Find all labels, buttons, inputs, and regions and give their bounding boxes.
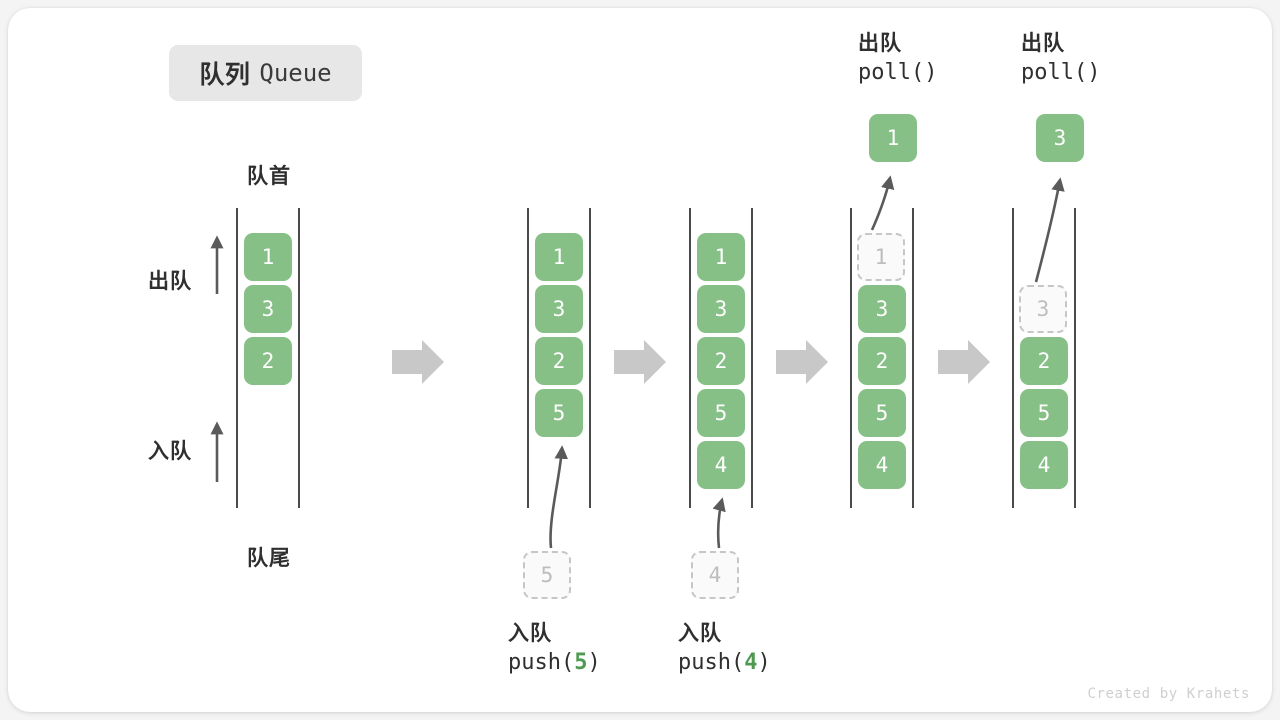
queue-rail-right-1 <box>298 208 300 508</box>
queue-rail-right-4 <box>912 208 914 508</box>
op-label-line2: poll() <box>858 59 938 85</box>
queue-rail-left-1 <box>236 208 238 508</box>
queue-element: 2 <box>697 337 745 385</box>
op-label-line1: 出队 <box>1021 32 1065 55</box>
queue-dequeued-element: 3 <box>1036 114 1084 162</box>
op-label-line2: push(4) <box>678 648 771 677</box>
queue-rail-right-5 <box>1074 208 1076 508</box>
queue-rail-left-4 <box>850 208 852 508</box>
op-label-push-4: 入队 push(4) <box>678 620 771 677</box>
op-label-line1: 入队 <box>678 622 722 645</box>
op-label-line1: 出队 <box>858 32 902 55</box>
queue-outgoing-ghost: 1 <box>857 233 905 281</box>
queue-element: 5 <box>858 389 906 437</box>
queue-element: 1 <box>697 233 745 281</box>
queue-element: 2 <box>244 337 292 385</box>
queue-element: 3 <box>697 285 745 333</box>
label-enqueue-direction: 入队 <box>148 440 192 463</box>
queue-element: 2 <box>858 337 906 385</box>
op-label-line2: push(5) <box>508 648 601 677</box>
queue-element-new: 5 <box>535 389 583 437</box>
queue-element: 3 <box>858 285 906 333</box>
diagram-card <box>8 8 1272 712</box>
queue-rail-left-5 <box>1012 208 1014 508</box>
queue-element: 3 <box>535 285 583 333</box>
queue-element-new: 4 <box>697 441 745 489</box>
queue-incoming-ghost: 5 <box>523 551 571 599</box>
queue-element: 1 <box>535 233 583 281</box>
queue-rail-left-3 <box>689 208 691 508</box>
op-fn-name: push( <box>678 649 745 675</box>
op-label-line1: 入队 <box>508 622 552 645</box>
queue-rail-right-2 <box>589 208 591 508</box>
queue-element: 3 <box>244 285 292 333</box>
queue-rail-right-3 <box>751 208 753 508</box>
diagram-title-badge: 队列 Queue <box>169 45 362 101</box>
op-arg-value: 5 <box>574 649 588 675</box>
label-queue-tail: 队尾 <box>247 547 291 570</box>
queue-rail-left-2 <box>527 208 529 508</box>
queue-element: 5 <box>1020 389 1068 437</box>
op-label-poll-1: 出队 poll() <box>858 30 937 87</box>
queue-element: 4 <box>858 441 906 489</box>
op-label-push-5: 入队 push(5) <box>508 620 601 677</box>
queue-outgoing-ghost: 3 <box>1019 285 1067 333</box>
queue-element: 2 <box>535 337 583 385</box>
op-fn-name: push( <box>508 649 575 675</box>
queue-incoming-ghost: 4 <box>691 551 739 599</box>
credit-text: Created by Krahets <box>1087 686 1250 702</box>
queue-element: 2 <box>1020 337 1068 385</box>
title-chinese: 队列 <box>199 61 251 89</box>
queue-element: 4 <box>1020 441 1068 489</box>
title-english: Queue <box>259 59 332 87</box>
label-dequeue-direction: 出队 <box>148 270 192 293</box>
op-label-poll-3: 出队 poll() <box>1021 30 1100 87</box>
queue-dequeued-element: 1 <box>869 114 917 162</box>
op-label-line2: poll() <box>1021 59 1101 85</box>
label-queue-head: 队首 <box>247 165 291 188</box>
queue-element: 1 <box>244 233 292 281</box>
op-paren-close: ) <box>757 649 771 675</box>
queue-element: 5 <box>697 389 745 437</box>
op-arg-value: 4 <box>744 649 758 675</box>
op-paren-close: ) <box>587 649 601 675</box>
